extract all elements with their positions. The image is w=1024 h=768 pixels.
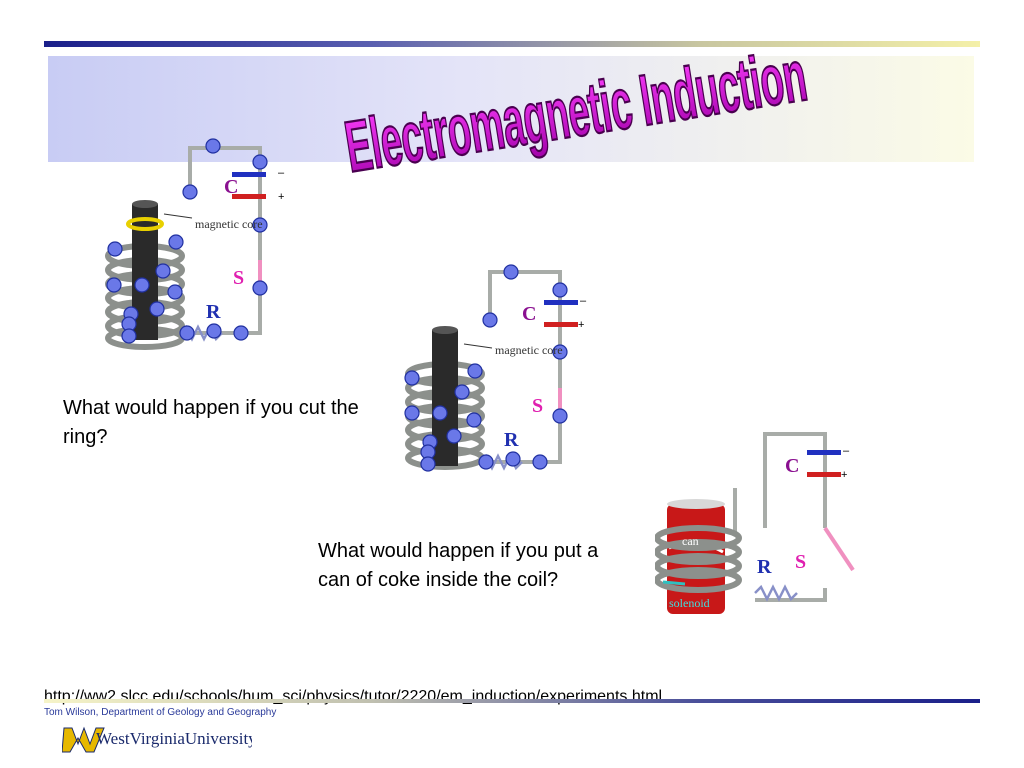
svg-text:R: R xyxy=(206,301,221,323)
svg-text:WestVirginiaUniversity.: WestVirginiaUniversity. xyxy=(96,729,252,748)
svg-text:–: – xyxy=(580,295,587,307)
battery-plus-plate-icon xyxy=(544,322,578,327)
svg-text:C: C xyxy=(224,176,238,198)
wvu-flying-wv-icon xyxy=(62,726,105,753)
circuit-diagram-standard: C S R magnetic core – + xyxy=(404,264,587,472)
svg-text:–: – xyxy=(278,167,285,179)
svg-text:magnetic core: magnetic core xyxy=(195,217,263,231)
switch-icon xyxy=(823,526,855,572)
svg-text:S: S xyxy=(795,551,806,573)
svg-text:can: can xyxy=(682,534,699,548)
battery-plus-plate-icon xyxy=(232,194,266,199)
battery-minus-plate-icon xyxy=(544,300,578,305)
title-band xyxy=(48,56,974,162)
circuit-diagram-ring: C S R magnetic core – + xyxy=(105,138,285,350)
footer-credit: Tom Wilson, Department of Geology and Ge… xyxy=(44,707,277,718)
svg-text:S: S xyxy=(532,395,543,417)
source-link[interactable]: http://ww2.slcc.edu/schools/hum_sci/phys… xyxy=(44,688,663,705)
svg-text:R: R xyxy=(504,429,519,451)
svg-text:–: – xyxy=(843,445,850,457)
svg-text:+: + xyxy=(578,319,584,331)
resistor-icon xyxy=(754,584,798,602)
battery-minus-plate-icon xyxy=(232,172,266,177)
svg-text:solenoid: solenoid xyxy=(669,596,710,610)
svg-text:+: + xyxy=(278,191,284,203)
svg-text:C: C xyxy=(522,303,536,325)
slide-title-text: Electromagnetic Induction xyxy=(340,52,811,188)
battery-plus-plate-icon xyxy=(807,472,841,477)
battery-minus-plate-icon xyxy=(807,450,841,455)
ring-icon xyxy=(126,217,164,231)
svg-text:magnetic core: magnetic core xyxy=(495,343,563,357)
svg-text:+: + xyxy=(841,469,847,481)
svg-text:R: R xyxy=(757,556,772,578)
wvu-logo: WestVirginiaUniversity. xyxy=(62,726,252,753)
svg-text:S: S xyxy=(233,267,244,289)
question-coke: What would happen if you put a can of co… xyxy=(318,540,599,591)
top-rule xyxy=(44,41,980,47)
question-ring: What would happen if you cut the ring? xyxy=(63,397,359,448)
bottom-rule xyxy=(44,699,980,703)
slide-title: Electromagnetic Induction xyxy=(339,52,812,189)
circuit-diagram-coke-can: C S R can solenoid – + xyxy=(655,432,855,614)
svg-text:C: C xyxy=(785,455,799,477)
